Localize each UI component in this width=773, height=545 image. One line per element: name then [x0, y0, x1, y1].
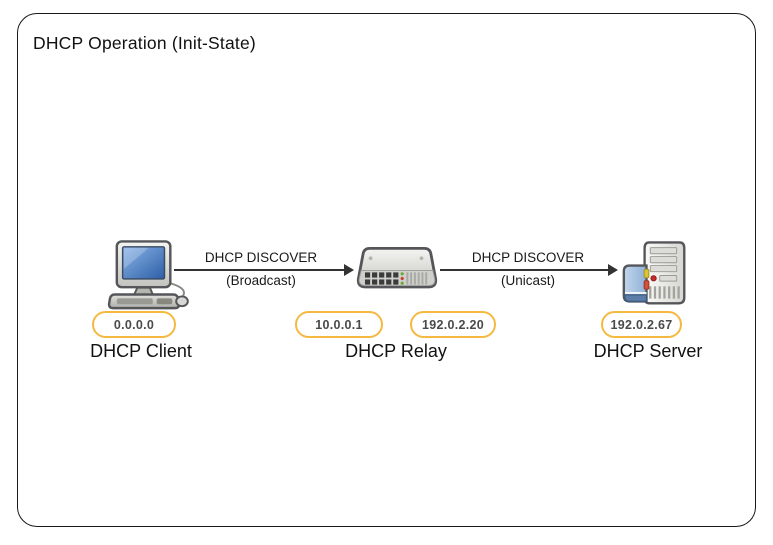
- edge-relay-server-line: [440, 269, 608, 271]
- desktop-computer-icon: [107, 240, 189, 310]
- server-tower-icon: [622, 241, 686, 305]
- edge-client-relay-label: DHCP DISCOVER: [204, 250, 318, 265]
- client-ip-text: 0.0.0.0: [113, 317, 155, 332]
- edge-client-relay-sublabel: (Broadcast): [226, 273, 296, 288]
- relay-ip-right-text: 192.0.2.20: [421, 317, 485, 332]
- server-ip-badge: 192.0.2.67: [601, 311, 682, 338]
- edge-relay-server-label: DHCP DISCOVER: [471, 250, 585, 265]
- diagram-title: DHCP Operation (Init-State): [33, 33, 256, 53]
- server-ip-text: 192.0.2.67: [610, 317, 673, 332]
- relay-ip-badge-right: 192.0.2.20: [410, 311, 496, 338]
- relay-node-label: DHCP Relay: [345, 341, 447, 361]
- edge-client-relay-line: [174, 269, 344, 271]
- network-switch-icon: [356, 246, 438, 289]
- address-book-icon: [622, 264, 650, 303]
- edge-relay-server-sublabel: (Unicast): [500, 273, 555, 288]
- relay-ip-left-text: 10.0.0.1: [315, 317, 363, 332]
- server-node-label: DHCP Server: [593, 341, 703, 361]
- edge-relay-server-arrowhead-icon: [608, 264, 618, 276]
- client-node-label: DHCP Client: [90, 341, 192, 361]
- edge-client-relay-arrowhead-icon: [344, 264, 354, 276]
- relay-ip-badge-left: 10.0.0.1: [295, 311, 383, 338]
- client-ip-badge: 0.0.0.0: [92, 311, 176, 338]
